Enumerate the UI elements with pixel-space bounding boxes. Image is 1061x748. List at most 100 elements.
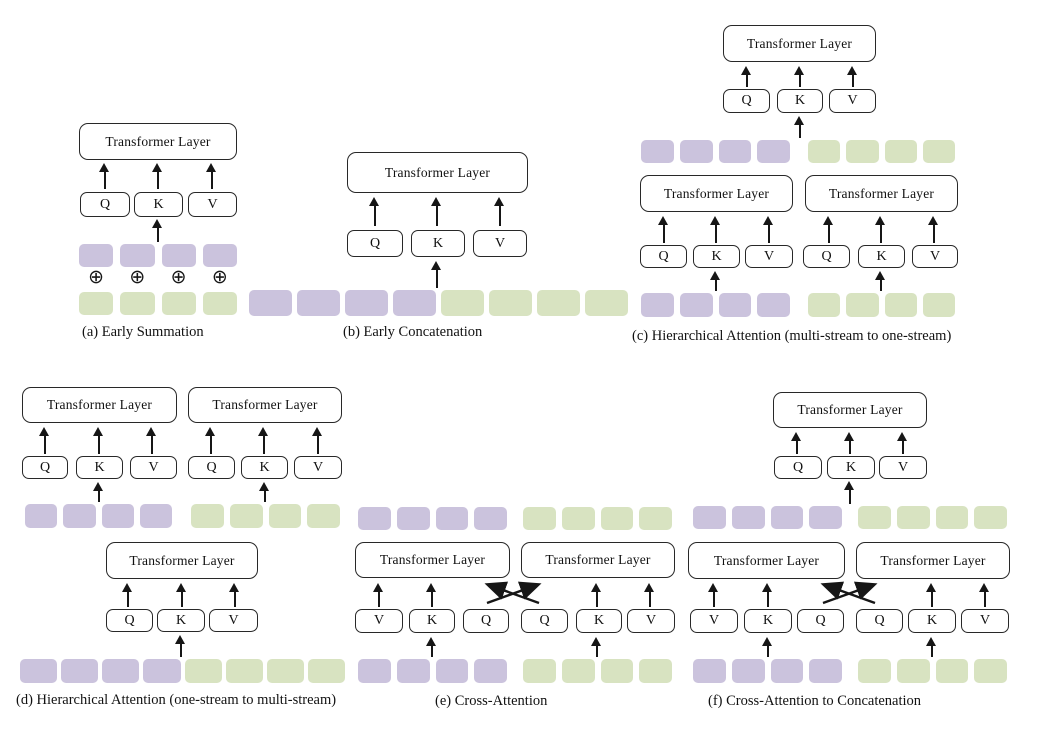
green-token	[896, 506, 930, 529]
up-arrow	[146, 427, 158, 454]
green-token	[268, 504, 302, 528]
key-box: K	[908, 609, 956, 633]
green-token-row	[79, 292, 237, 315]
green-token	[191, 504, 224, 528]
query-box: Q	[797, 609, 844, 633]
green-token	[896, 659, 930, 683]
green-token	[489, 290, 532, 316]
purple-token-row	[358, 507, 507, 530]
caption-b: (b) Early Concatenation	[343, 324, 483, 340]
query-box: Q	[463, 609, 509, 633]
sum-icon: ⊕	[170, 266, 187, 288]
green-token	[523, 659, 556, 683]
up-arrow	[710, 271, 722, 291]
up-arrow	[122, 583, 134, 607]
up-arrow	[644, 583, 656, 607]
transformer-layer-box: Transformer Layer	[856, 542, 1010, 579]
purple-token	[161, 244, 196, 267]
value-box: V	[745, 245, 793, 268]
transformer-layer-box: Transformer Layer	[688, 542, 845, 579]
value-box: V	[690, 609, 738, 633]
up-arrow	[708, 583, 720, 607]
caption-a: (a) Early Summation	[82, 324, 204, 340]
up-arrow	[926, 637, 938, 657]
sum-icon: ⊕	[129, 266, 146, 288]
up-arrow	[741, 66, 753, 87]
query-box: Q	[106, 609, 153, 632]
up-arrow	[258, 427, 270, 454]
transformer-layer-box: Transformer Layer	[640, 175, 793, 212]
transformer-layer-box: Transformer Layer	[723, 25, 876, 62]
purple-token	[693, 659, 726, 683]
transformer-layer-box: Transformer Layer	[805, 175, 958, 212]
green-token	[846, 293, 879, 317]
value-box: V	[130, 456, 177, 479]
up-arrow	[591, 583, 603, 607]
value-box: V	[912, 245, 958, 268]
query-box: Q	[640, 245, 687, 268]
purple-token	[143, 659, 181, 683]
query-box: Q	[803, 245, 850, 268]
key-box: K	[134, 192, 183, 217]
up-arrow	[259, 482, 271, 502]
purple-token	[718, 140, 752, 163]
up-arrow	[426, 637, 438, 657]
purple-token	[20, 659, 58, 683]
purple-token	[809, 659, 842, 683]
green-token	[266, 659, 304, 683]
purple-token	[435, 659, 469, 683]
green-token	[225, 659, 263, 683]
up-arrow	[373, 583, 385, 607]
green-token	[79, 292, 114, 315]
purple-token	[641, 293, 674, 317]
purple-token	[79, 244, 114, 267]
value-box: V	[627, 609, 675, 633]
green-token	[561, 659, 595, 683]
up-arrow	[875, 216, 887, 243]
purple-token	[731, 506, 765, 529]
up-arrow	[928, 216, 940, 243]
sum-row: ⊕ ⊕ ⊕ ⊕	[79, 267, 237, 288]
value-box: V	[355, 609, 403, 633]
up-arrow	[312, 427, 324, 454]
purple-token-row	[693, 659, 842, 683]
caption-e: (e) Cross-Attention	[435, 693, 548, 709]
up-arrow	[926, 583, 938, 607]
purple-token	[770, 659, 804, 683]
caption-c: (c) Hierarchical Attention (multi-stream…	[632, 328, 952, 344]
green-token	[307, 659, 345, 683]
up-arrow	[99, 163, 111, 189]
green-token	[935, 506, 969, 529]
up-arrow	[426, 583, 438, 607]
purple-token	[139, 504, 172, 528]
green-token	[161, 292, 196, 315]
query-box: Q	[774, 456, 822, 479]
key-box: K	[411, 230, 465, 257]
green-token	[639, 507, 672, 530]
up-arrow	[152, 163, 164, 189]
value-box: V	[879, 456, 927, 479]
transformer-layer-box: Transformer Layer	[521, 542, 675, 578]
up-arrow	[844, 481, 856, 504]
green-token-row	[858, 659, 1007, 683]
key-box: K	[858, 245, 905, 268]
purple-token	[679, 293, 713, 317]
up-arrow	[763, 216, 775, 243]
up-arrow	[431, 261, 443, 288]
transformer-layer-box: Transformer Layer	[347, 152, 528, 193]
query-box: Q	[347, 230, 403, 257]
green-token	[639, 659, 672, 683]
concatenated-token-row	[249, 290, 628, 316]
green-token-row	[191, 504, 340, 528]
purple-token	[809, 506, 842, 529]
up-arrow	[658, 216, 670, 243]
value-box: V	[961, 609, 1009, 633]
value-box: V	[473, 230, 527, 257]
up-arrow	[791, 432, 803, 454]
green-token	[974, 506, 1007, 529]
query-box: Q	[80, 192, 130, 217]
key-box: K	[744, 609, 792, 633]
green-token	[184, 659, 222, 683]
cross-attention-arrows	[484, 581, 542, 605]
